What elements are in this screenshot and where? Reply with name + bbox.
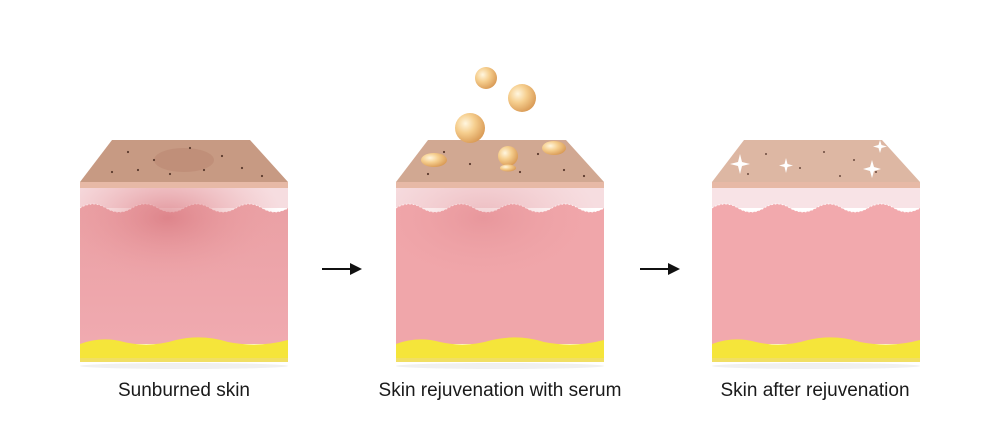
sunburned-skin-block [72,130,312,370]
sparkle-icon [730,140,887,178]
pores [426,150,586,178]
serum-skin-illustration [395,67,605,369]
caption-skin-rejuvenation-serum: Skin rejuvenation with serum [378,380,622,401]
subcutaneous-fat [80,337,288,362]
epidermis-top-face [80,140,288,182]
caption-skin-after-rejuvenation: Skin after rejuvenation [720,380,910,401]
pores [110,146,264,178]
healthy-skin-illustration [711,140,921,369]
right-arrow-icon [322,263,362,275]
pores [747,151,877,177]
epidermis-front [396,182,604,188]
right-arrow-icon [640,263,680,275]
serum-drop-icon [421,67,566,172]
caption-sunburned-skin: Sunburned skin [117,380,251,401]
dermis-layer [712,204,920,344]
epidermis-top-face [712,140,920,182]
sunburned-skin-illustration [79,140,289,369]
subcutaneous-fat [712,337,920,362]
healthy-skin-block [704,130,944,370]
epidermis-front [712,182,920,188]
epidermis-front [80,182,288,188]
papillary-layer [712,188,920,208]
serum-skin-block [388,67,628,370]
subcutaneous-fat [396,337,604,362]
